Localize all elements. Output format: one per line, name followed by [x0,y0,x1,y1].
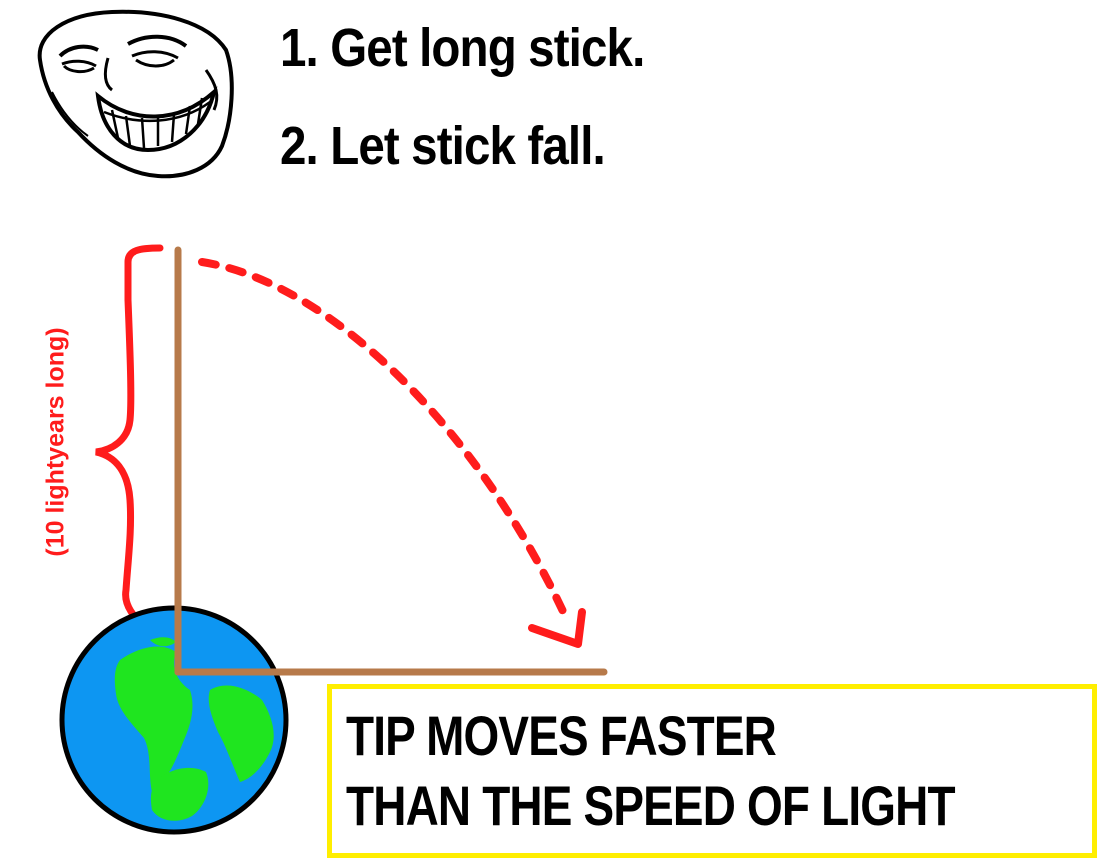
troll-face-icon [37,9,234,179]
length-label-text: (10 lightyears long) [41,327,70,557]
earth-globe-icon [59,605,289,835]
caption-line-2: THAN THE SPEED OF LIGHT [346,774,956,837]
arrow-head [528,608,586,648]
step-1-text: 1. Get long stick. [280,18,645,78]
caption-line-1: TIP MOVES FASTER [346,704,777,767]
length-brace [95,244,164,624]
step-2-text: 2. Let stick fall. [280,116,606,176]
fall-arc [198,258,572,626]
caption-box: TIP MOVES FASTER THAN THE SPEED OF LIGHT [327,684,1097,858]
